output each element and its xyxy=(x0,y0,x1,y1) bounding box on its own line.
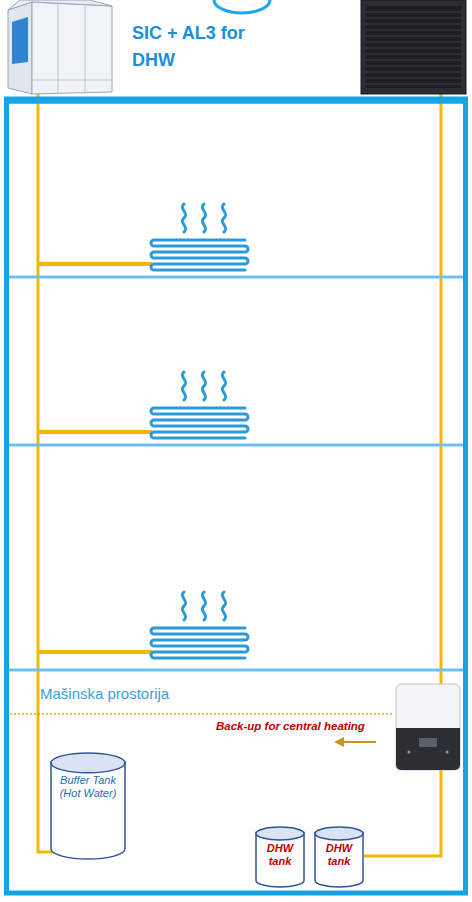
system-title: SIC + AL3 for DHW xyxy=(130,20,262,74)
backup-arrowhead xyxy=(334,737,344,747)
floor-branch xyxy=(38,430,152,434)
backup-arrow xyxy=(342,741,376,743)
buffer-tank: Buffer Tank (Hot Water) xyxy=(50,752,126,860)
roof-line xyxy=(4,97,468,104)
cylinder-outline xyxy=(50,752,126,860)
backup-line xyxy=(10,713,394,715)
building-outline xyxy=(7,101,466,893)
tank-label: Buffer Tank (Hot Water) xyxy=(54,774,122,800)
dhw-tank: DHW tank xyxy=(314,826,364,888)
top-arc xyxy=(214,0,270,13)
wall-boiler xyxy=(396,684,460,770)
floor-branch xyxy=(38,650,152,654)
floor-heating-symbol xyxy=(151,372,248,438)
floor-line xyxy=(9,669,463,672)
tank-label: DHW tank xyxy=(318,842,360,868)
room-label: Mašinska prostorija xyxy=(40,685,240,703)
tank-label: DHW tank xyxy=(259,842,301,868)
arrow-label: Back-up for central heating xyxy=(216,719,365,733)
outdoor-chiller xyxy=(8,0,112,94)
floor-line xyxy=(9,276,463,279)
floor-heating-symbol xyxy=(151,204,248,270)
heating-pipe xyxy=(38,92,54,852)
outdoor-heat-pump xyxy=(361,0,466,94)
floor-line xyxy=(9,444,463,447)
floor-branch xyxy=(38,262,152,266)
floor-heating-symbol xyxy=(151,592,248,658)
dhw-tank: DHW tank xyxy=(255,826,305,888)
